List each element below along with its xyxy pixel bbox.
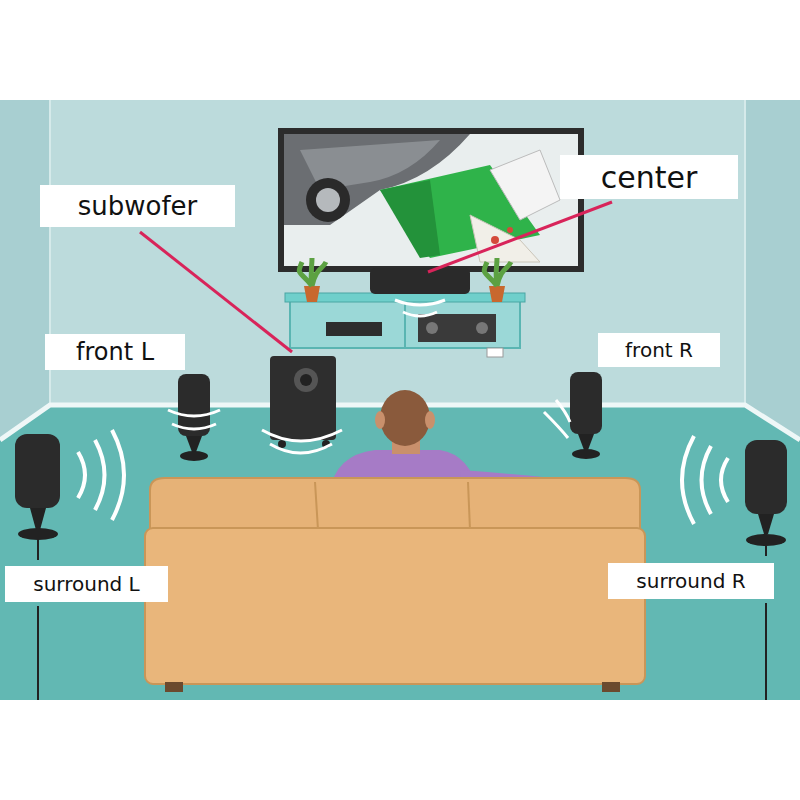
speaker-label: surround L — [33, 573, 140, 595]
label-box: front L — [45, 334, 185, 370]
label-box: front R — [598, 333, 720, 367]
label-box: surround R — [608, 563, 774, 599]
speaker-label: surround R — [636, 570, 745, 592]
leader-line — [428, 202, 612, 272]
label-box: subwofer — [40, 185, 235, 227]
label-box: surround L — [5, 566, 168, 602]
speaker-label: front R — [625, 339, 693, 361]
label-box: center — [560, 155, 738, 199]
speaker-label: center — [601, 161, 698, 194]
speaker-label: front L — [76, 339, 154, 365]
speaker-label: subwofer — [78, 192, 198, 221]
